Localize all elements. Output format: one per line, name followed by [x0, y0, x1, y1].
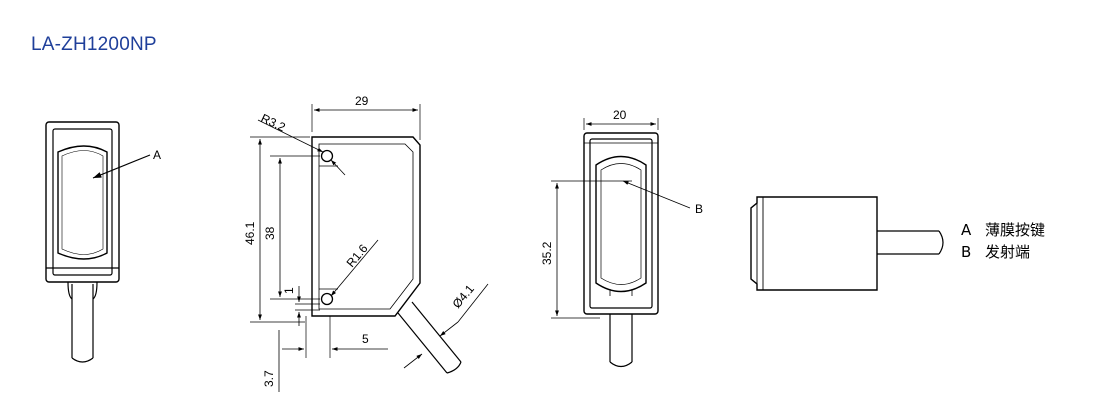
dim-r3-2: R3.2 — [259, 111, 288, 135]
legend: A 薄膜按键 B 发射端 — [961, 221, 1045, 261]
front-view — [45, 121, 151, 363]
legend-text-b: 发射端 — [985, 243, 1030, 261]
legend-key-b: B — [961, 243, 971, 261]
callout-a-front: A — [153, 148, 161, 162]
legend-text-a: 薄膜按键 — [985, 221, 1045, 239]
dim-29: 29 — [355, 94, 369, 108]
dim-3-7: 3.7 — [262, 370, 276, 387]
dim-1: 1 — [282, 287, 296, 294]
bottom-view — [750, 196, 944, 291]
dim-5: 5 — [362, 332, 369, 346]
legend-key-a: A — [961, 221, 972, 239]
dim-20: 20 — [613, 108, 627, 122]
side-view — [250, 104, 489, 392]
rear-view — [551, 118, 691, 368]
dim-38: 38 — [263, 226, 277, 240]
dim-35-2: 35.2 — [540, 241, 554, 265]
callout-b-rear: B — [695, 202, 703, 216]
dim-phi-4-1: Ø4.1 — [450, 282, 478, 311]
dim-r1-6: R1.6 — [344, 241, 371, 270]
dim-46-1: 46.1 — [243, 221, 257, 245]
drawing-title: LA-ZH1200NP — [31, 34, 157, 55]
